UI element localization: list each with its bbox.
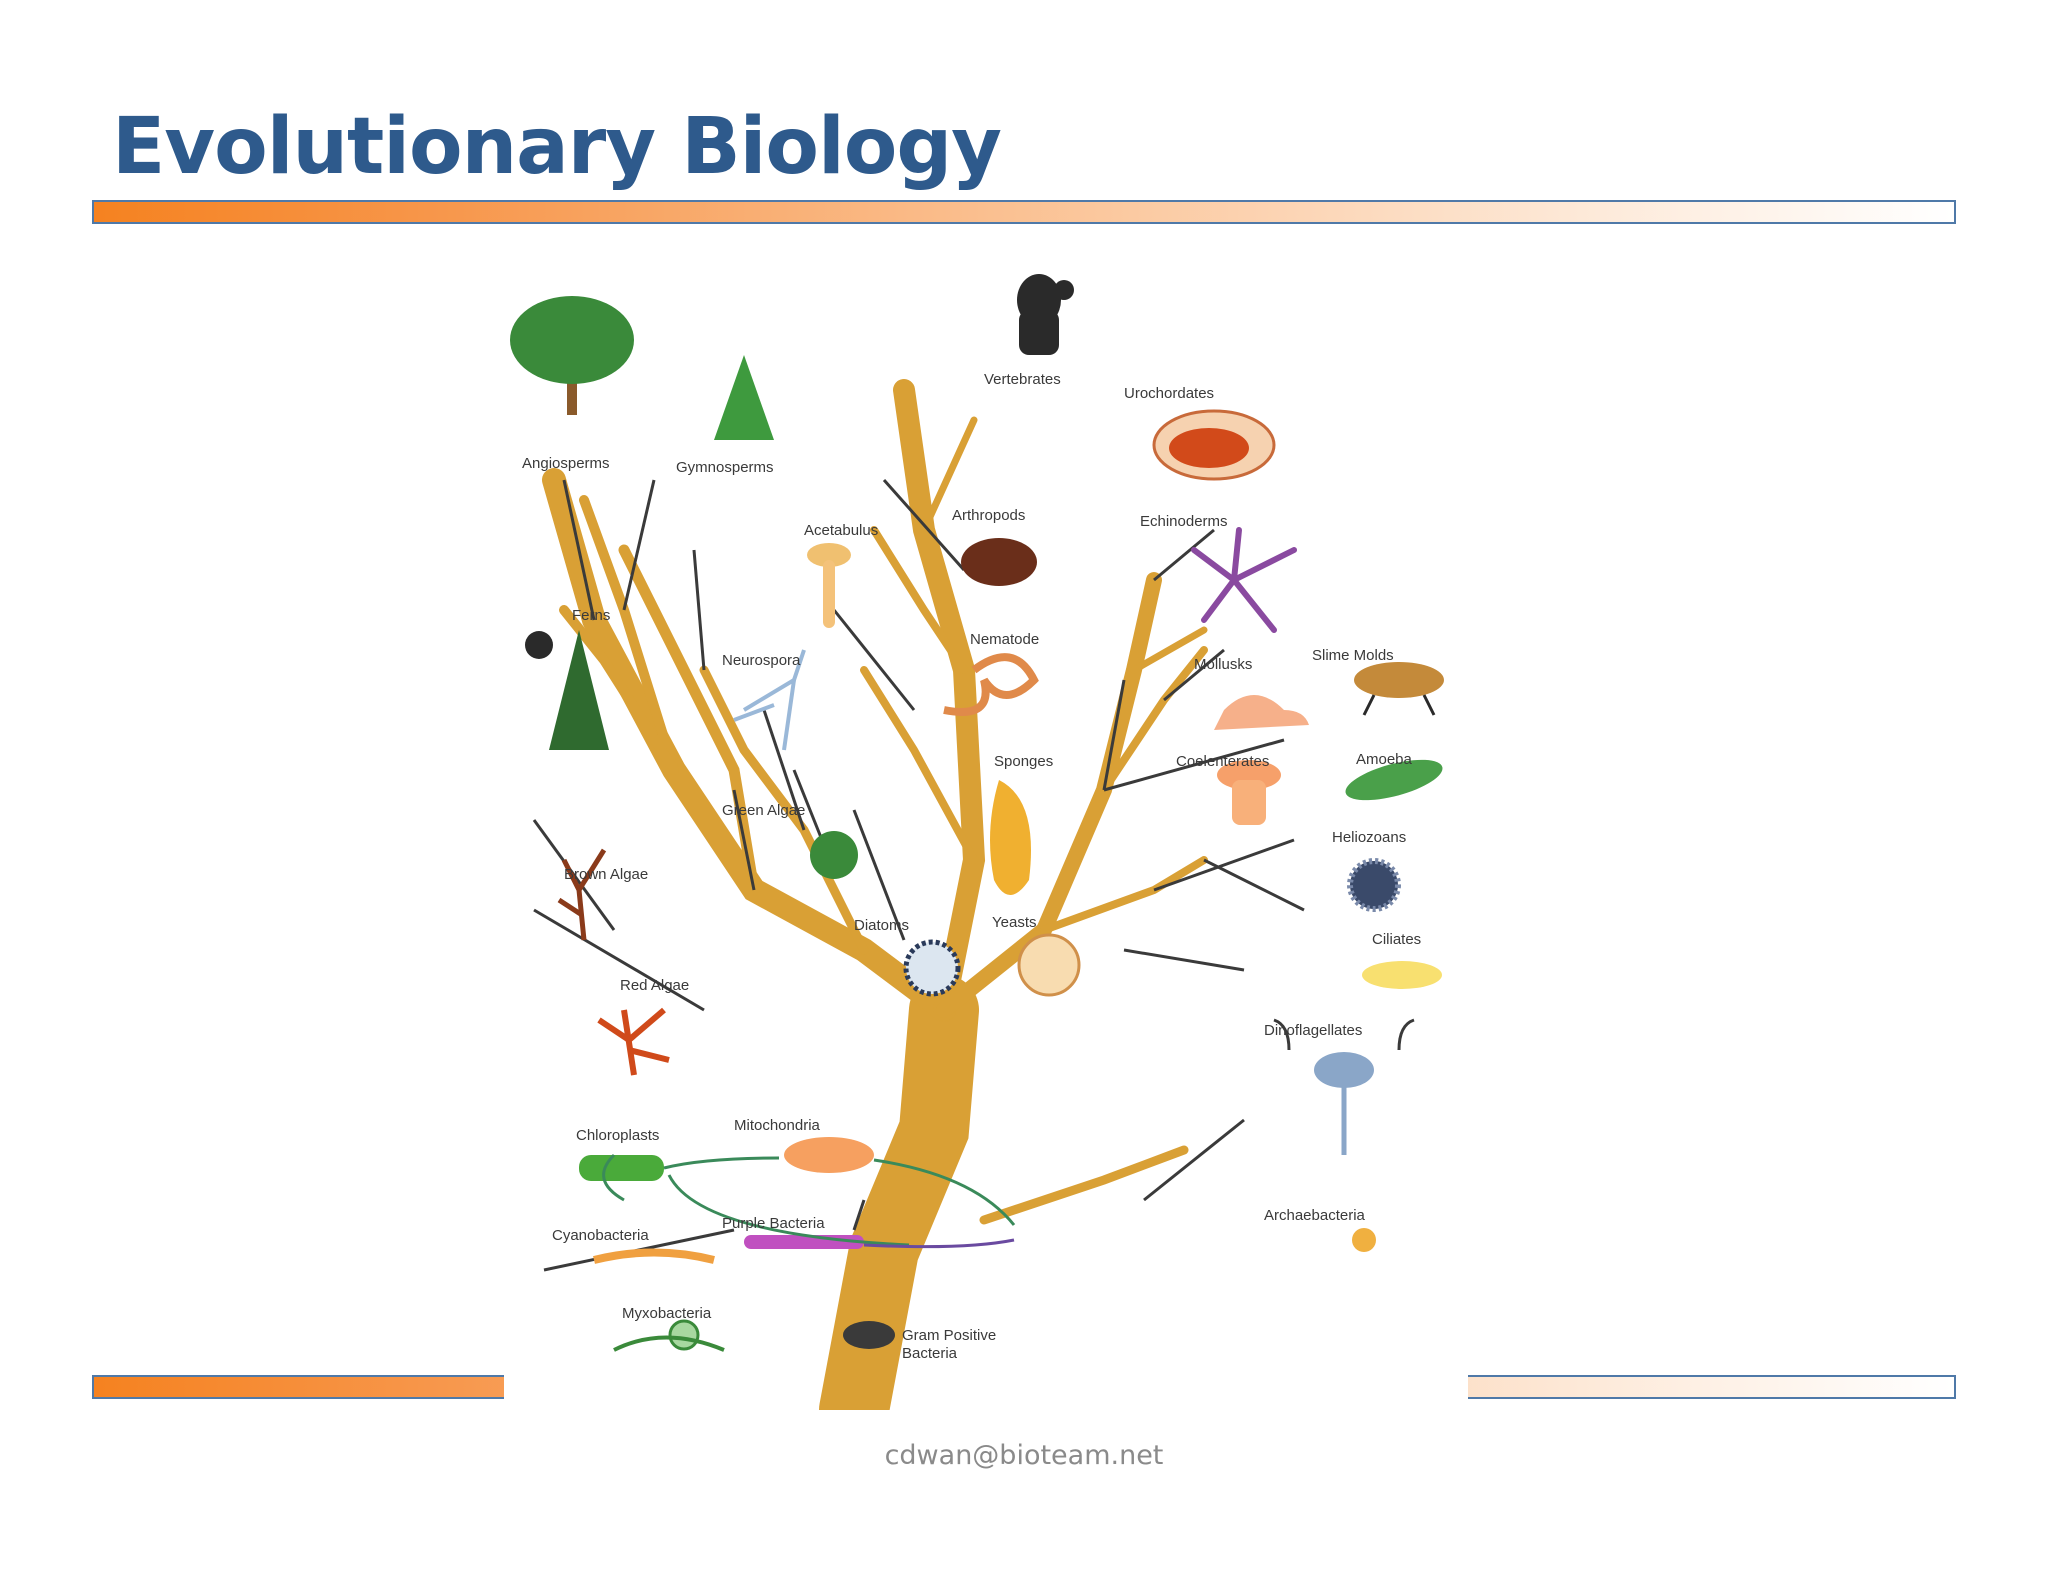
cyanobacteria-icon: [594, 1253, 714, 1261]
label-chloroplasts: Chloroplasts: [576, 1127, 659, 1144]
label-brown-algae: Brown Algae: [564, 866, 648, 883]
label-vertebrates: Vertebrates: [984, 371, 1061, 388]
label-mitochondria: Mitochondria: [734, 1117, 821, 1134]
label-gram-positive-line-1: Gram Positive: [902, 1327, 996, 1344]
dog-icon: [1017, 274, 1074, 355]
slide-title: Evolutionary Biology: [112, 108, 1001, 186]
label-dinoflagellates: Dinoflagellates: [1264, 1022, 1362, 1039]
label-archaebacteria: Archaebacteria: [1264, 1207, 1366, 1224]
myxobacteria-icon: [614, 1321, 724, 1350]
label-acetabulus: Acetabulus: [804, 522, 878, 539]
purple-bacteria-icon: [744, 1235, 864, 1249]
label-arthropods: Arthropods: [952, 507, 1025, 524]
label-cyanobacteria: Cyanobacteria: [552, 1227, 649, 1244]
label-green-algae: Green Algae: [722, 802, 805, 819]
label-slime-molds: Slime Molds: [1312, 647, 1394, 664]
tree-of-life-figure: Vertebrates Urochordates Angiosperms Gym…: [504, 250, 1468, 1410]
title-divider-bar: [92, 200, 1956, 224]
urochordate-icon: [1154, 411, 1274, 479]
label-diatoms: Diatoms: [854, 917, 909, 934]
label-yeasts: Yeasts: [992, 914, 1036, 931]
label-urochordates: Urochordates: [1124, 385, 1214, 402]
label-angiosperms: Angiosperms: [522, 455, 610, 472]
label-amoeba: Amoeba: [1356, 751, 1413, 768]
gram-positive-bacteria-icon: [843, 1321, 895, 1349]
tree-branches: [554, 390, 1204, 1410]
mollusk-icon: [1214, 695, 1309, 730]
archaebacteria-icon: [1352, 1228, 1376, 1252]
footer-email: cdwan@bioteam.net: [0, 1440, 2048, 1471]
slime-mold-icon: [1354, 662, 1444, 715]
conifer-icon: [714, 355, 774, 440]
red-algae-icon: [599, 1010, 669, 1075]
chloroplast-icon: [579, 1155, 664, 1181]
diatom-icon: [906, 942, 958, 994]
label-gram-positive-line-2: Bacteria: [902, 1345, 958, 1362]
green-algae-icon: [810, 831, 858, 879]
label-molluscs: Mollusks: [1194, 656, 1252, 673]
mitochondrion-icon: [784, 1137, 874, 1173]
mushroom-icon: [807, 543, 851, 628]
label-ciliates: Ciliates: [1372, 931, 1421, 948]
sponge-icon: [990, 780, 1031, 895]
label-neurospora: Neurospora: [722, 652, 801, 669]
ciliate-icon: [1362, 961, 1442, 989]
label-purple-bacteria: Purple Bacteria: [722, 1215, 825, 1232]
label-coelenterates: Coelenterates: [1176, 753, 1269, 770]
label-heliozoans: Heliozoans: [1332, 829, 1406, 846]
dinoflagellate-icon: [1274, 1020, 1414, 1155]
label-red-algae: Red Algae: [620, 977, 689, 994]
label-sponges: Sponges: [994, 753, 1053, 770]
yeast-icon: [1019, 935, 1079, 995]
label-ferns: Ferns: [572, 607, 610, 624]
tree-of-life-diagram: Vertebrates Urochordates Angiosperms Gym…: [504, 250, 1468, 1410]
brown-algae-icon: [559, 850, 604, 940]
label-nematode: Nematode: [970, 631, 1039, 648]
label-echinoderms: Echinoderms: [1140, 513, 1228, 530]
mite-icon: [961, 538, 1037, 586]
sea-star-icon: [1194, 530, 1294, 630]
deciduous-tree-icon: [510, 296, 634, 415]
label-myxobacteria: Myxobacteria: [622, 1305, 712, 1322]
heliozoan-icon: [1350, 861, 1398, 909]
label-gymnosperms: Gymnosperms: [676, 459, 774, 476]
